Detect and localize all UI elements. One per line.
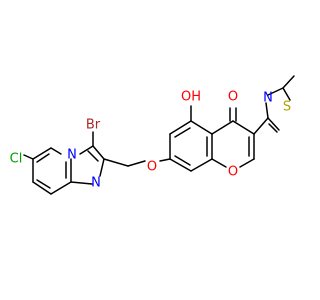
bond [267,87,284,96]
carbonyl-oxygen-label: O [228,90,238,105]
bond [267,117,280,131]
thiazole-sulfur-label: S [283,100,291,115]
bond [265,102,269,119]
bond [99,158,105,177]
bond [50,181,72,195]
bond [239,158,255,168]
bond [282,75,295,89]
bond [169,120,192,135]
bond [32,147,52,160]
ether-oxygen-label: O [147,160,157,175]
bond [103,158,129,167]
bond [190,120,213,135]
bond [253,117,269,135]
bond [36,179,51,189]
bromine-label: Br [86,118,101,133]
bond-lines [23,75,295,195]
bond [174,155,191,166]
bond [174,127,191,138]
bond [159,158,171,162]
thiazole-nitrogen-label: N [263,91,273,106]
bond [32,181,52,195]
bond [190,158,213,172]
molecule-structure: Br Cl N N O OH O O N S [10,75,295,195]
bond [169,158,192,172]
bond [87,150,99,162]
bond [211,158,227,168]
bond [232,120,255,135]
bond [50,147,62,155]
bond [211,120,234,135]
bond [282,87,291,101]
bond [127,160,146,167]
bond [36,153,50,163]
bond [92,145,105,160]
hydroxyl-label: OH [181,90,201,105]
bond [23,154,34,160]
imidazole-nitrogen-label: N [91,176,101,191]
bond [268,123,278,133]
ring-oxygen-label: O [228,165,238,180]
bond [70,181,93,185]
chlorine-label: Cl [10,152,23,167]
bridgehead-nitrogen-label: N [67,148,77,163]
atom-labels: Br Cl N N O OH O O N S [10,90,291,191]
bond [79,145,94,155]
